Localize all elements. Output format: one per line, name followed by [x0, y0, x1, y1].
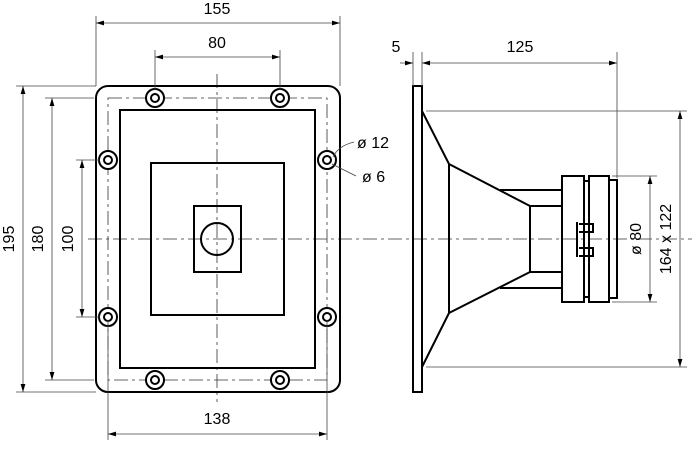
mounting-hole: [317, 150, 337, 170]
dim-180: 180: [30, 226, 47, 253]
hole-inner-circle: [322, 155, 332, 165]
side-flange: [412, 85, 423, 393]
dim-hole-inner: ø 6: [362, 169, 385, 186]
dim-80: 80: [208, 35, 226, 52]
hole-inner-circle: [150, 375, 160, 385]
dim-138: 138: [204, 411, 231, 428]
hole-inner-circle: [150, 93, 160, 103]
dim-195: 195: [1, 226, 18, 253]
horn-neck: [500, 189, 562, 289]
mounting-holes: [98, 88, 337, 390]
horn-inner: [150, 162, 285, 316]
side-dimensions: 5 125 ø 80 164 x 122: [392, 39, 687, 368]
mounting-hole: [145, 88, 165, 108]
dim-125: 125: [507, 39, 534, 56]
hole-outer-circle: [145, 88, 165, 108]
bolt-circle-outline: [107, 97, 328, 381]
hole-outer-circle: [317, 150, 337, 170]
hole-inner-circle: [275, 375, 285, 385]
hole-outer-circle: [145, 370, 165, 390]
hole-outer-circle: [270, 370, 290, 390]
dim-mouth: 164 x 122: [658, 204, 675, 274]
dim-155: 155: [204, 1, 231, 18]
side-view: [412, 85, 618, 393]
flange-outline: [95, 85, 341, 393]
leader-12: [332, 141, 355, 158]
hole-inner-circle: [103, 155, 113, 165]
leader-6: [331, 163, 357, 177]
throat-circle: [200, 222, 234, 256]
throat-rect: [193, 205, 242, 273]
hole-outer-circle: [98, 150, 118, 170]
front-dimensions: 155 80 195 180 100 138 ø 12 ø 6: [1, 1, 389, 440]
hole-inner-circle: [275, 93, 285, 103]
dim-hole-outer: ø 12: [357, 135, 389, 152]
driver-front-plate: [561, 175, 585, 303]
mounting-hole: [145, 370, 165, 390]
horn-mouth: [119, 109, 316, 369]
front-view: [95, 85, 341, 393]
dim-5: 5: [392, 39, 401, 56]
mounting-hole: [270, 370, 290, 390]
hole-outer-circle: [270, 88, 290, 108]
driver-terminals: [576, 222, 594, 257]
dim-driver-dia: ø 80: [628, 223, 645, 255]
dim-100: 100: [60, 226, 77, 253]
mounting-hole: [317, 307, 337, 327]
horn-profile: [421, 110, 531, 368]
mounting-hole: [98, 150, 118, 170]
mounting-hole: [270, 88, 290, 108]
driver-cap: [608, 179, 618, 299]
